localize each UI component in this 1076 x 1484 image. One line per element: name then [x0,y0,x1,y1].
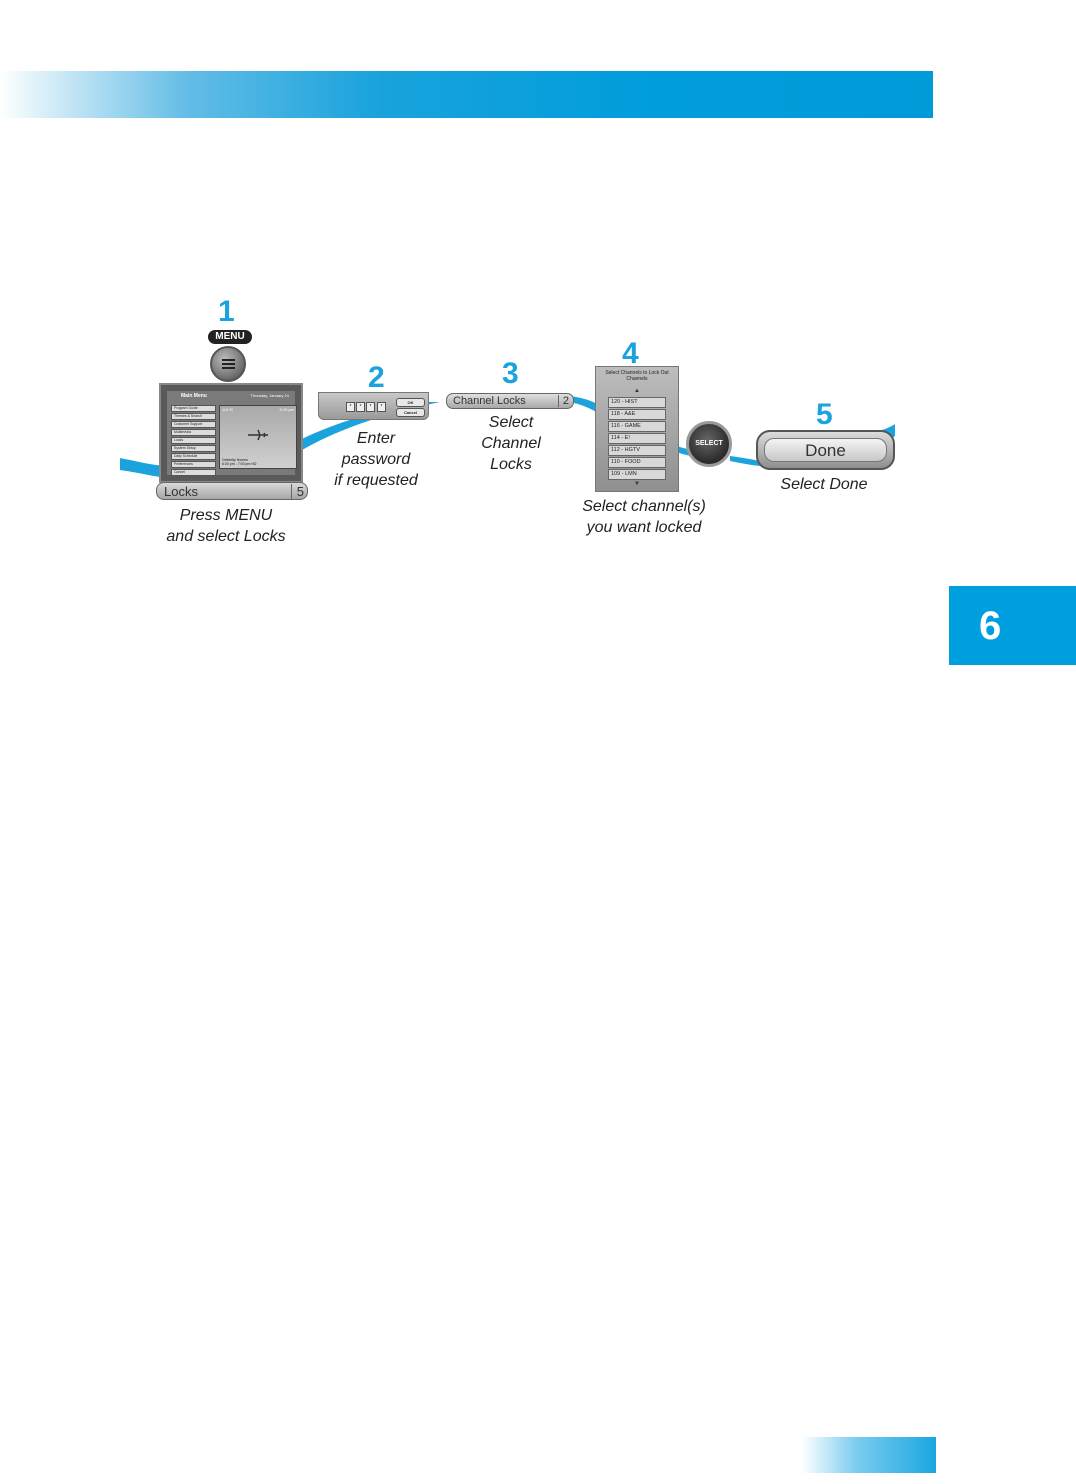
channel-list: 120 - HIST 118 - A&E 116 - GAME 114 - E!… [608,397,666,481]
step-3-caption: Select Channel Locks [460,412,562,475]
password-digit[interactable]: * [356,402,365,412]
channel-list-item[interactable]: 118 - A&E [608,409,666,420]
header-bar [0,71,933,118]
main-menu-item[interactable]: Program Guide [171,405,216,412]
main-menu-item[interactable]: Customer Support [171,421,216,428]
step-5-caption-line1: Select Done [780,476,868,493]
main-menu-list: Program Guide Themes & Search Customer S… [171,405,216,477]
channel-list-title-line2: Channels [626,376,648,382]
password-digit[interactable]: * [346,402,355,412]
main-menu-date: Thursday, January 24 [250,393,289,398]
step-4-caption-line2: you want locked [586,519,702,536]
step-5-number: 5 [816,398,833,431]
preview-caption: Celebrity Homes 6:30 pm - 7:00 pm HD [222,458,256,466]
chapter-tab: 6 [949,586,1076,665]
preview-program: Celebrity Homes [222,458,248,462]
channel-list-item[interactable]: 114 - E! [608,433,666,444]
step-2-caption-line1: Enter [356,430,396,447]
flow-path-segment-3 [570,396,600,414]
step-4-caption-line1: Select channel(s) [582,498,706,515]
main-menu-item[interactable]: Cancel [171,469,216,476]
scroll-up-icon[interactable]: ▲ [634,388,640,394]
menu-label: MENU [208,330,252,344]
locks-option-label: Locks [164,484,198,499]
step-2-caption-line2: password [341,451,411,468]
main-menu-item[interactable]: Preferences [171,461,216,468]
step-1-caption: Press MENU and select Locks [136,505,316,547]
step-2-caption: Enter password if requested [316,428,436,491]
menu-button[interactable] [210,346,246,382]
step-4-number: 4 [622,337,639,370]
channel-list-title-line1: Select Channels to Lock Out [605,370,669,376]
preview-time: 6:29 pm [279,407,294,412]
done-button[interactable]: Done [756,430,895,470]
main-menu-screen: Main Menu Thursday, January 24 Program G… [159,383,303,483]
scroll-down-icon[interactable]: ▼ [634,481,640,487]
footer-bar [802,1437,936,1473]
main-menu-item[interactable]: Multimedia [171,429,216,436]
chapter-number: 6 [979,604,1002,648]
step-2-caption-line3: if requested [334,472,418,489]
main-menu-item[interactable]: System Setup [171,445,216,452]
channel-locks-label: Channel Locks [453,395,526,407]
tv-preview: 114 E! 6:29 pm Celebrity Homes 6:30 pm -… [219,405,297,469]
channel-list-item[interactable]: 120 - HIST [608,397,666,408]
main-menu-item[interactable]: Themes & Search [171,413,216,420]
airplane-icon [248,429,268,441]
password-cancel-button[interactable]: Cancel [396,408,425,417]
channel-list-item[interactable]: 112 - HGTV [608,445,666,456]
step-3-caption-line1: Select [488,414,534,431]
channel-list-title: Select Channels to Lock Out Channels [596,370,678,382]
main-menu-item[interactable]: Daily Schedule [171,453,216,460]
password-ok-button[interactable]: OK [396,398,425,407]
step-4-caption: Select channel(s) you want locked [560,496,728,538]
step-3-caption-line3: Locks [490,456,532,473]
password-panel: * * * * OK Cancel [318,392,429,420]
step-2-number: 2 [368,361,385,394]
step-1-caption-line1: Press MENU [179,507,273,524]
step-3-number: 3 [502,357,519,390]
done-button-label: Done [764,438,887,462]
channel-list-panel: Select Channels to Lock Out Channels ▲ 1… [595,366,679,492]
password-digit[interactable]: * [366,402,375,412]
channel-locks-number: 2 [557,395,569,407]
preview-program-time: 6:30 pm - 7:00 pm HD [222,462,257,466]
channel-locks-option[interactable]: Channel Locks 2 [446,393,574,409]
main-menu-title: Main Menu [181,393,207,399]
flow-path-segment-5 [730,456,760,466]
locks-option-number: 5 [290,484,304,499]
locks-option[interactable]: Locks 5 [156,482,308,500]
step-3-caption-line2: Channel [481,435,541,452]
main-menu-item[interactable]: Locks [171,437,216,444]
channel-list-item[interactable]: 110 - FOOD [608,457,666,468]
step-1-number: 1 [218,295,235,328]
step-1-caption-line2: and select Locks [166,528,286,545]
flow-path-segment-1 [120,458,168,478]
main-menu-panel: Main Menu Thursday, January 24 Program G… [167,391,297,477]
channel-list-item[interactable]: 116 - GAME [608,421,666,432]
menu-icon [222,359,235,361]
preview-channel: 114 E! [222,407,234,412]
password-digit[interactable]: * [377,402,386,412]
select-button[interactable]: SELECT [686,421,732,467]
step-5-caption: Select Done [764,474,884,495]
channel-list-item[interactable]: 109 - LMN [608,469,666,480]
